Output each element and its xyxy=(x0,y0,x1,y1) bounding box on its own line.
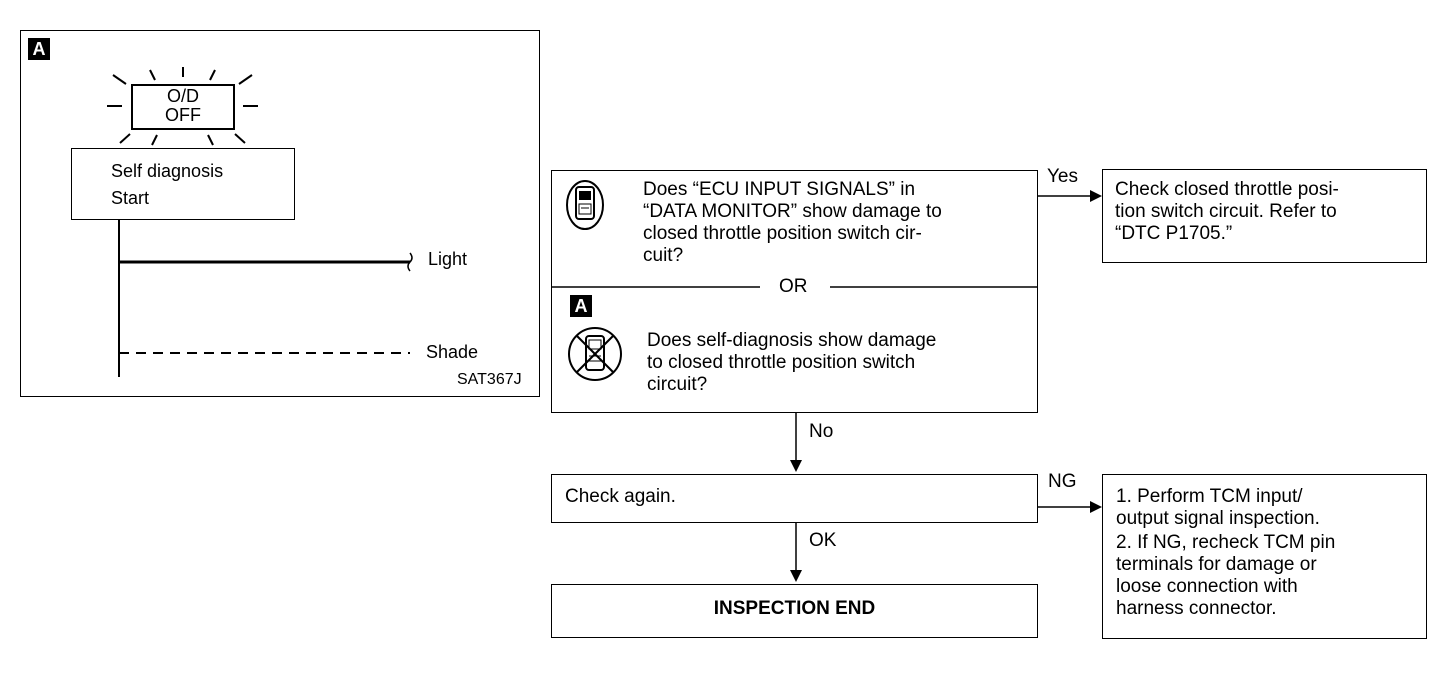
yes-label: Yes xyxy=(1047,166,1078,187)
yes-result-box xyxy=(1102,169,1427,263)
self-diagnosis-start-box xyxy=(71,148,295,220)
ng-step-1: 1. Perform TCM input/ output signal insp… xyxy=(1116,486,1320,529)
figure-badge-a: A xyxy=(28,38,50,60)
question-1-text: Does “ECU INPUT SIGNALS” in “DATA MONITO… xyxy=(643,179,942,266)
figure-code: SAT367J xyxy=(457,371,522,388)
start-label: Start xyxy=(111,188,150,208)
self-diagnosis-label: Self diagnosis xyxy=(111,161,224,181)
inspection-end-box xyxy=(551,584,1038,638)
ok-label: OK xyxy=(809,530,837,551)
no-tester-icon xyxy=(568,327,622,381)
shade-label: Shade xyxy=(426,342,479,362)
question-2-text: Does self-diagnosis show damage to close… xyxy=(647,330,937,395)
or-label: OR xyxy=(779,276,808,297)
check-again-text: Check again. xyxy=(565,486,676,507)
inspection-end-text: INSPECTION END xyxy=(713,598,876,619)
indicator-line2: OFF xyxy=(165,105,201,125)
indicator-line1: O/D xyxy=(166,86,199,106)
no-label: No xyxy=(809,421,834,442)
ng-label: NG xyxy=(1048,471,1077,492)
od-off-indicator xyxy=(131,84,235,130)
ng-result-box xyxy=(1102,474,1427,639)
question-box xyxy=(551,170,1038,413)
consult-tester-icon xyxy=(566,180,604,230)
light-label: Light xyxy=(428,249,468,269)
ng-step-2: 2. If NG, recheck TCM pin terminals for … xyxy=(1116,532,1336,619)
flow-badge-a: A xyxy=(570,295,592,317)
check-again-box xyxy=(551,474,1038,523)
yes-result-text: Check closed throttle posi- tion switch … xyxy=(1115,179,1339,244)
